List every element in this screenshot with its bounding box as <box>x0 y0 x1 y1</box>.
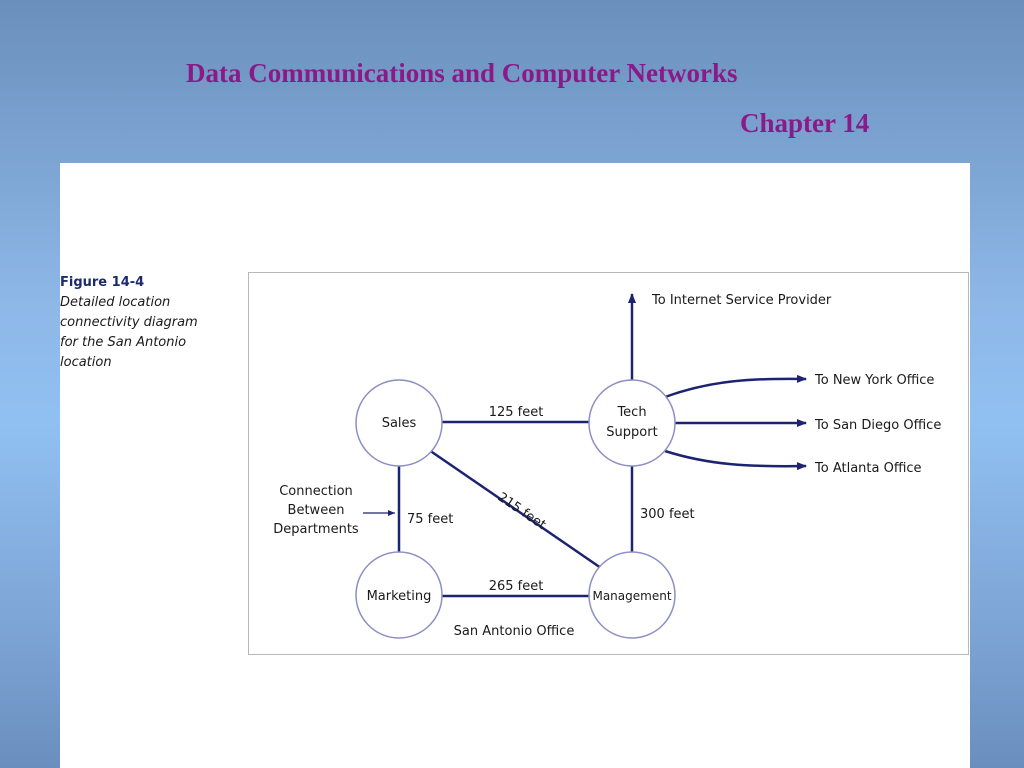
label-atlanta: To Atlanta Office <box>814 461 922 476</box>
edge-label-marketing-management: 265 feet <box>489 579 544 594</box>
node-sales-label: Sales <box>382 416 417 431</box>
edge-sales-management <box>428 448 602 570</box>
slide-title: Data Communications and Computer Network… <box>186 58 738 88</box>
node-tech-support: Tech Support <box>588 379 676 467</box>
caption-line-2: connectivity diagram <box>60 315 198 330</box>
label-san-diego: To San Diego Office <box>814 418 941 433</box>
edge-label-sales-marketing: 75 feet <box>407 512 453 527</box>
chapter-label: Chapter 14 <box>740 108 870 138</box>
caption-line-1: Detailed location <box>60 295 171 310</box>
figure-caption: Figure 14-4 Detailed location connectivi… <box>60 273 240 373</box>
node-management: Management <box>588 551 676 639</box>
footer-label: San Antonio Office <box>454 624 575 639</box>
diagram-svg: Sales Tech Support Marketing Management … <box>273 293 941 639</box>
label-isp: To Internet Service Provider <box>651 293 832 308</box>
node-management-label: Management <box>592 589 671 603</box>
label-new-york: To New York Office <box>814 373 934 388</box>
node-sales: Sales <box>355 379 443 467</box>
edge-label-sales-management: 215 feet <box>495 490 549 533</box>
node-tech-label-2: Support <box>606 425 657 440</box>
content-panel: Figure 14-4 Detailed location connectivi… <box>60 163 970 768</box>
edge-label-sales-tech: 125 feet <box>489 405 544 420</box>
caption-line-4: location <box>60 355 112 370</box>
caption-line-3: for the San Antonio <box>60 335 187 350</box>
annotation-line-2: Between <box>288 503 345 518</box>
atlanta-arrow <box>664 449 807 471</box>
annotation-line-3: Departments <box>273 522 359 537</box>
figure-number: Figure 14-4 <box>60 275 145 290</box>
node-marketing: Marketing <box>355 551 443 639</box>
node-marketing-label: Marketing <box>367 589 432 604</box>
node-tech-label-1: Tech <box>616 405 646 420</box>
new-york-arrow <box>664 374 807 399</box>
connectivity-diagram: Sales Tech Support Marketing Management … <box>248 272 969 655</box>
edge-label-tech-management: 300 feet <box>640 507 695 522</box>
annotation-line-1: Connection <box>279 484 353 499</box>
